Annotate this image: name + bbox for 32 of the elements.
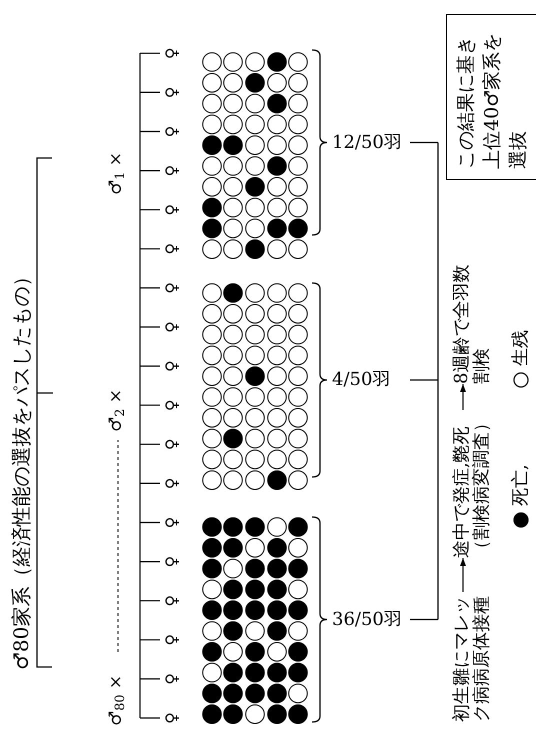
title: ♂80家系（経済性能の選抜をパスしたもの） (8, 266, 34, 670)
count-label: 12/50羽 (332, 132, 402, 154)
dam-symbol: ♀ (162, 164, 182, 178)
count-label: 4/50羽 (332, 369, 390, 391)
dam-symbol: ♀ (162, 437, 182, 452)
dam-symbol: ♀ (162, 476, 182, 492)
dam-symbol: ♀ (162, 281, 182, 296)
arrow (460, 558, 466, 592)
dam-symbol: ♀ (162, 398, 182, 414)
dam-symbol: ♀ (162, 86, 182, 100)
step-text: 8週齢で全羽数割検 (452, 264, 492, 384)
result-box (446, 14, 536, 180)
dam-symbol: ♀ (162, 46, 182, 62)
dam-symbol: ♀ (162, 242, 182, 257)
legend-text: 死亡, (510, 464, 532, 506)
dam-symbol: ♀ (162, 554, 182, 570)
legend-text: 生残 (510, 330, 532, 366)
dam-symbol: ♀ (162, 632, 182, 648)
count-label: 36/50羽 (332, 608, 402, 630)
box-text: この結果に基き上位40♂家系を選抜 (454, 32, 530, 169)
arrow (460, 384, 466, 410)
dam-symbol: ♀ (162, 711, 182, 726)
dam-symbol: ♀ (162, 516, 182, 530)
step-text: 初生雛にマレック病病原体接種 (452, 595, 492, 722)
note-text: （割検病変調査） (472, 413, 492, 558)
dam-symbol: ♀ (162, 672, 182, 687)
dam-symbol: ♀ (162, 124, 182, 140)
dam-symbol: ♀ (162, 359, 182, 374)
dam-symbol: ♀ (162, 202, 182, 218)
dam-symbol: ♀ (162, 594, 182, 609)
dam-symbol: ♀ (162, 320, 182, 335)
step-text: 途中で発症,斃死 (452, 425, 472, 558)
